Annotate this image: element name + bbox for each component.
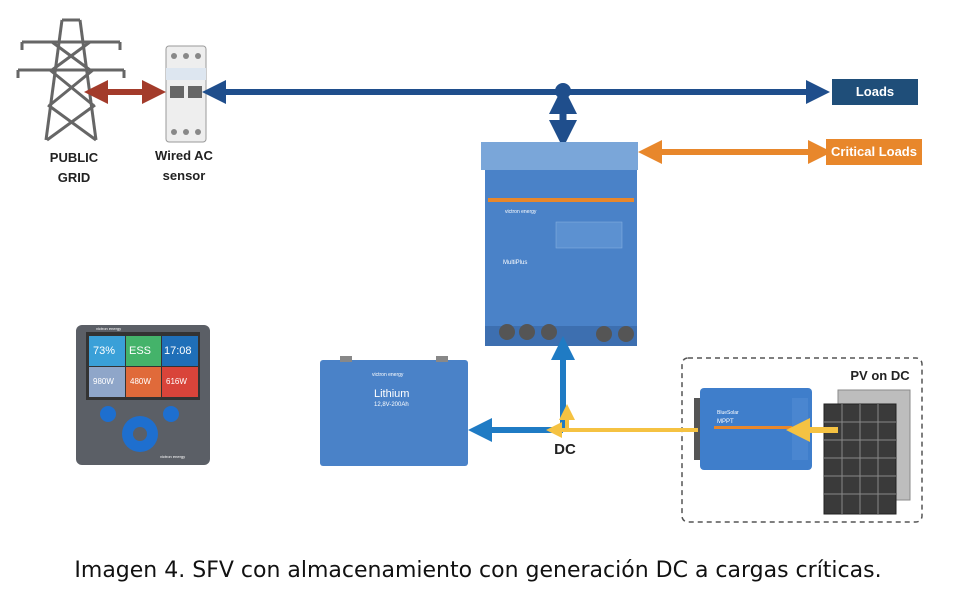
public-grid-label: PUBLIC GRID (49, 150, 99, 185)
solar-panel-icon (823, 389, 911, 515)
pv-on-dc-label: PV on DC (850, 368, 910, 383)
gx-tile-a: 980W (93, 377, 114, 386)
pv-group-box (681, 357, 923, 523)
battery-brand: victron energy (372, 372, 404, 378)
gx-tile-b: 480W (130, 377, 151, 386)
mppt-controller (694, 388, 812, 470)
battery-label: Lithium (374, 388, 409, 400)
wired-ac-sensor-label: Wired AC sensor (155, 148, 213, 183)
gx-tile-mode: ESS (129, 345, 151, 357)
figure-caption: Imagen 4. SFV con almacenamiento con gen… (74, 558, 882, 583)
loads-tag: Loads (832, 79, 918, 105)
ac-junction-node (555, 83, 571, 99)
energy-meter-icon (165, 45, 207, 143)
mppt-label: BlueSolar (717, 410, 739, 416)
multiplus-inverter (481, 142, 638, 346)
gx-tile-c: 616W (166, 377, 187, 386)
gx-bezel-brand: victron energy (96, 326, 121, 331)
lithium-battery (320, 356, 468, 466)
gx-tile-clock: 17:08 (164, 345, 192, 357)
dc-label: DC (554, 441, 576, 458)
multiplus-brand: victron energy (505, 209, 537, 215)
critical-loads-tag: Critical Loads (826, 139, 922, 165)
power-pylon-icon (16, 18, 126, 142)
gx-display-device (76, 325, 210, 465)
gx-footer-brand: victron energy (160, 454, 185, 459)
mppt-sublabel: MPPT (717, 419, 734, 425)
multiplus-label: MultiPlus (503, 260, 527, 266)
battery-spec: 12,8V-200Ah (374, 402, 409, 408)
gx-tile-soc: 73% (93, 345, 115, 357)
